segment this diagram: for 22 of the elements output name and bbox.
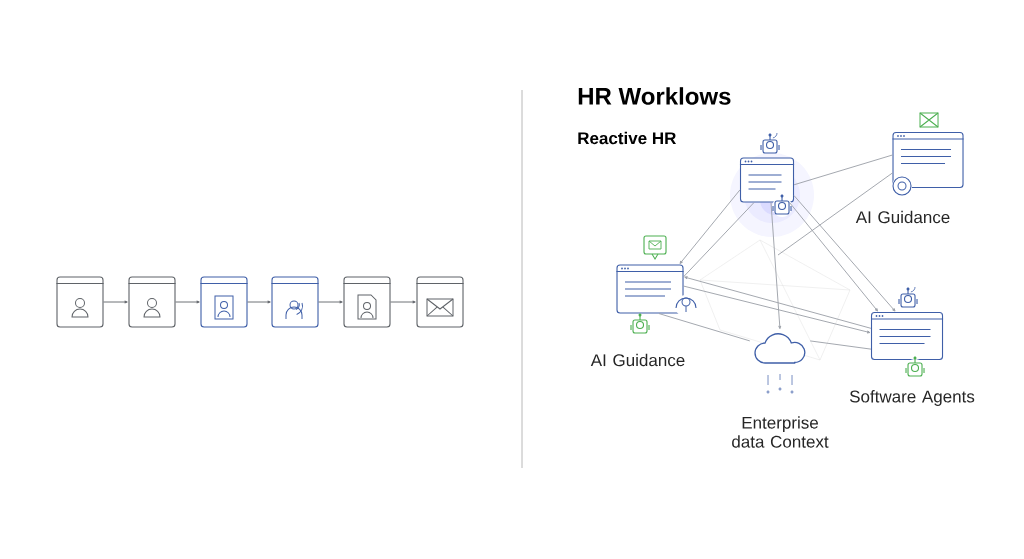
arrow [770, 202, 782, 330]
arrow [318, 300, 343, 304]
connector-line [809, 340, 872, 350]
title: HR Worklows [578, 87, 731, 105]
node-label: AI Guidance [590, 353, 685, 367]
arrow [103, 300, 128, 304]
arrow [679, 189, 741, 264]
node-label: Enterprise data Context [732, 416, 829, 448]
arrow [247, 300, 271, 304]
connector-line [683, 202, 755, 278]
connector-line [777, 172, 893, 256]
node-label: AI Guidance [855, 210, 950, 224]
arrow [390, 300, 416, 304]
arrow [789, 202, 879, 312]
connector-line [658, 313, 751, 342]
arrow [175, 300, 200, 304]
arrow [684, 276, 872, 329]
subtitle: Reactive HR [578, 131, 677, 145]
connector-line [793, 154, 893, 186]
arrow [793, 195, 896, 312]
arrow [683, 285, 871, 334]
node-label: Software Agents [849, 390, 975, 406]
